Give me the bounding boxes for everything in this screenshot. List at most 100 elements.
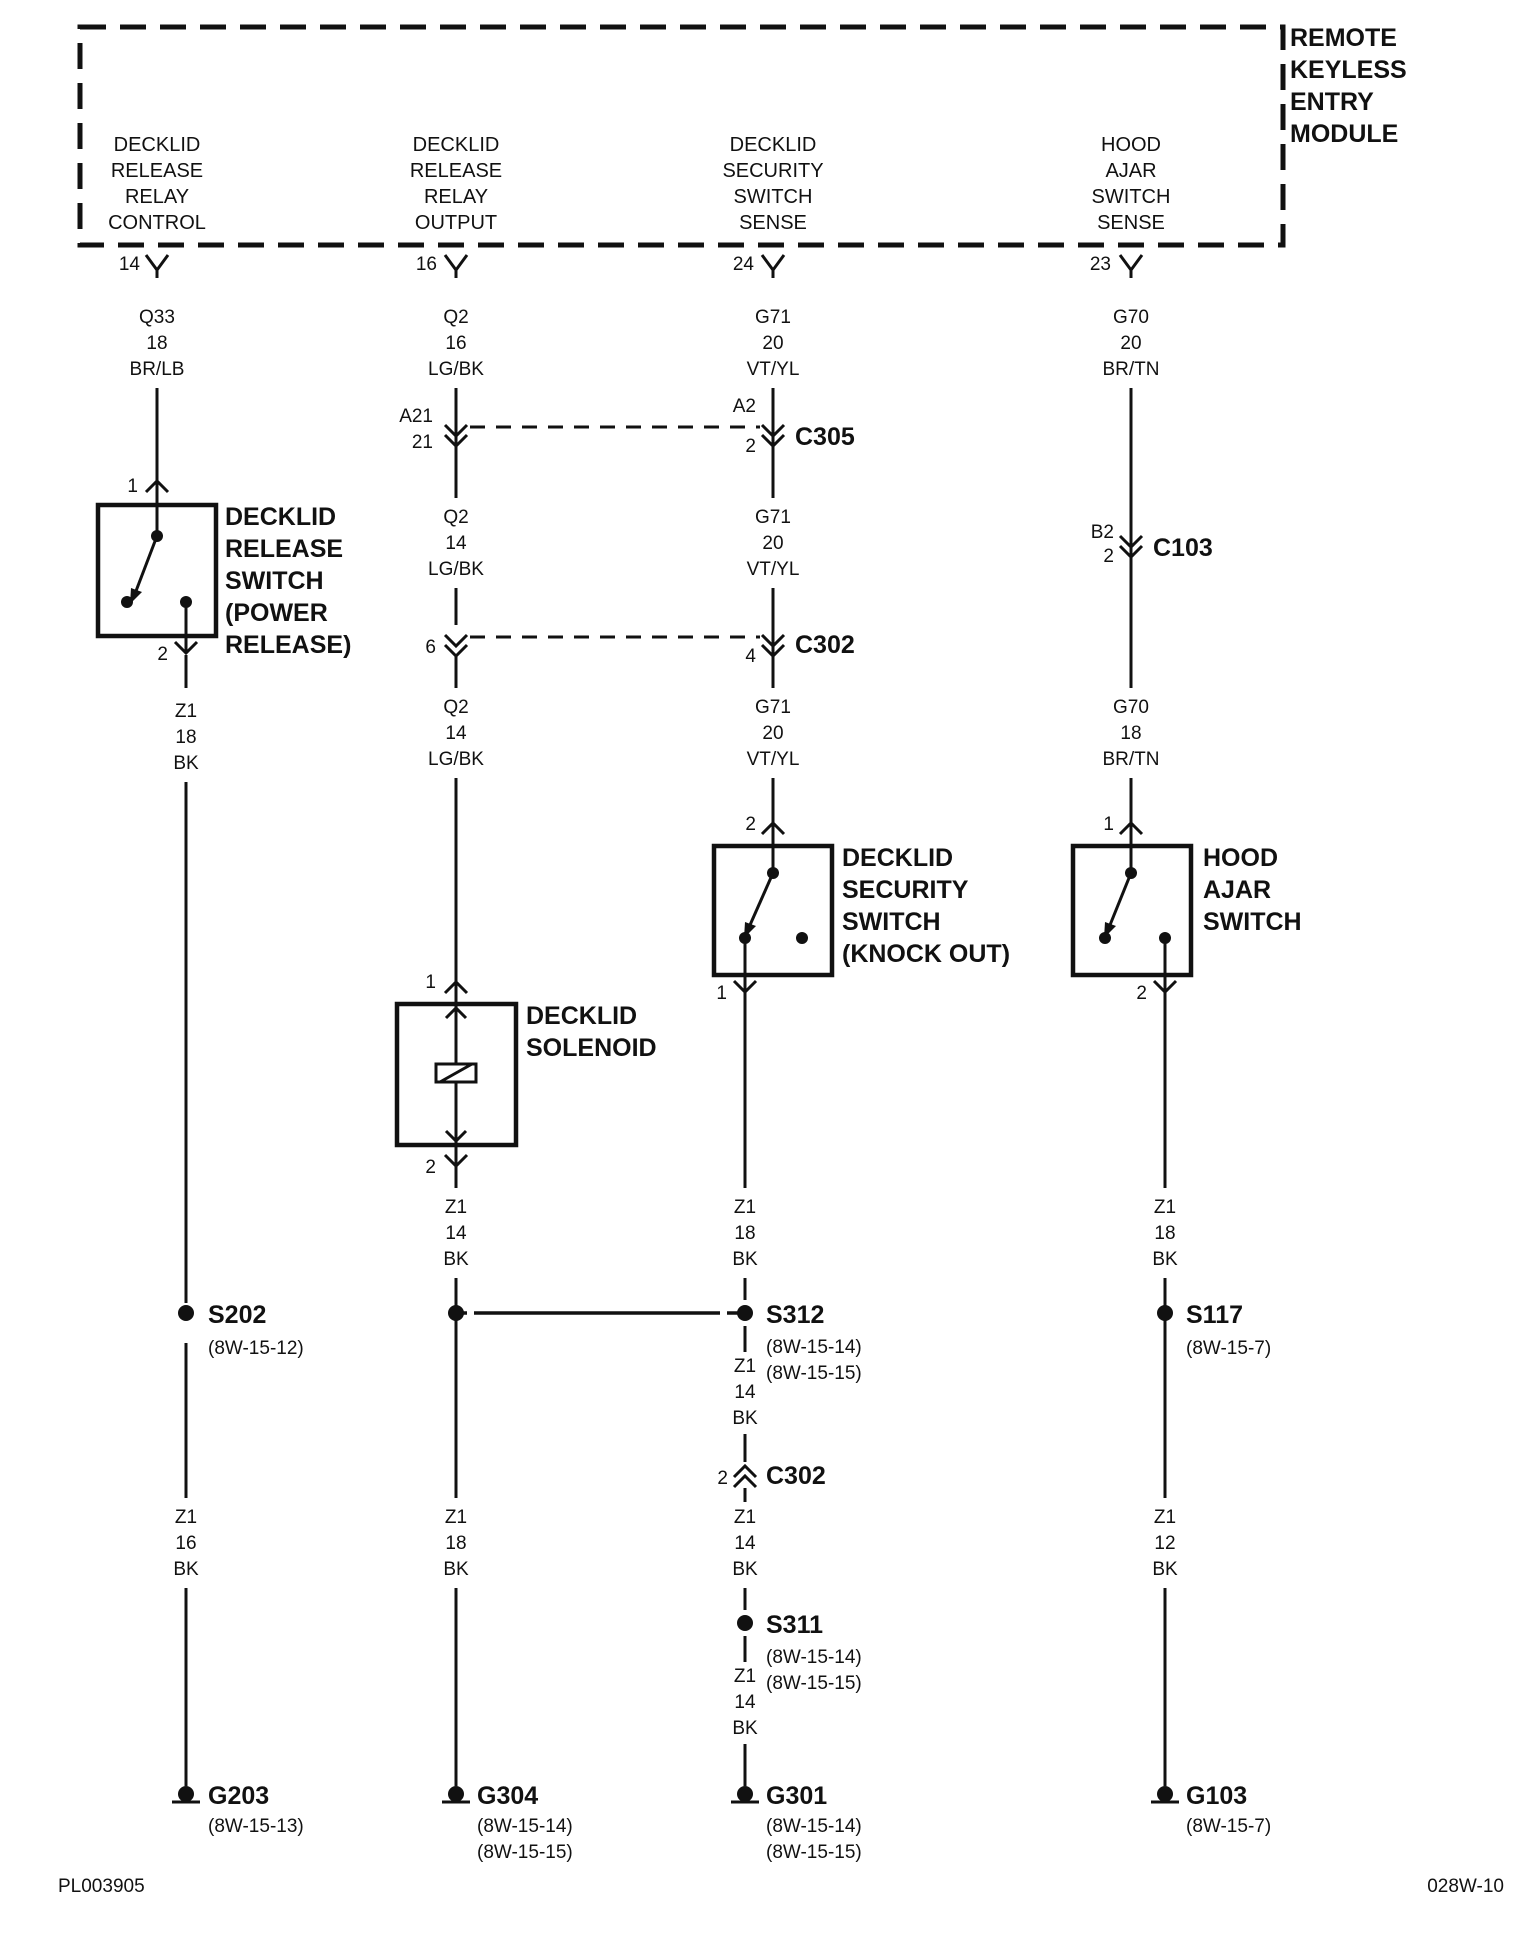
- footer-left: PL003905: [58, 1876, 145, 1897]
- component-label: HOOD: [1203, 844, 1278, 872]
- wire-circuit: G71: [755, 507, 791, 528]
- wire-color: BR/LB: [130, 359, 185, 380]
- pin-terminal: [760, 820, 786, 836]
- splice-ref: (8W-15-14): [766, 1647, 862, 1668]
- pin-number: 1: [425, 972, 436, 993]
- ground-ref: (8W-15-13): [208, 1816, 304, 1837]
- ground-ref: (8W-15-15): [766, 1842, 862, 1863]
- ground-dot: [1157, 1786, 1173, 1802]
- connector-pin: 2: [1103, 546, 1114, 567]
- wire-color: VT/YL: [747, 359, 800, 380]
- switch-contact: [796, 932, 808, 944]
- splice-ref: (8W-15-15): [766, 1363, 862, 1384]
- component-label: RELEASE): [225, 631, 351, 659]
- module-box: [77, 24, 1286, 248]
- wire-color: BK: [173, 1559, 199, 1580]
- module-name-line-2: KEYLESS: [1290, 56, 1407, 84]
- switch-blade: [134, 535, 159, 592]
- wire-circuit: Z1: [175, 1507, 197, 1528]
- footer-right: 028W-10: [1427, 1876, 1504, 1897]
- connector-pin: 21: [412, 432, 433, 453]
- component-label: DECKLID: [842, 844, 953, 872]
- wire-gauge: 20: [1120, 333, 1141, 354]
- ground-name: G304: [477, 1782, 538, 1810]
- pin-label: SECURITY: [722, 160, 823, 182]
- pin-terminal: [144, 254, 170, 278]
- wire-color: BK: [443, 1249, 469, 1270]
- wire-circuit: Q2: [443, 697, 468, 718]
- wire-circuit: Q33: [139, 307, 175, 328]
- switch-contact: [1099, 932, 1111, 944]
- wire-circuit: Z1: [445, 1507, 467, 1528]
- ground-ref: (8W-15-14): [766, 1816, 862, 1837]
- switch-contact: [121, 596, 133, 608]
- splice-name: S202: [208, 1301, 266, 1329]
- splice-ref: (8W-15-15): [766, 1673, 862, 1694]
- wire-gauge: 18: [1120, 723, 1141, 744]
- pin-terminal: [443, 254, 469, 278]
- wire-color: BR/TN: [1103, 749, 1160, 770]
- wire-color: LG/BK: [428, 359, 484, 380]
- module-name-line-4: MODULE: [1290, 120, 1398, 148]
- pin-number: 2: [157, 644, 168, 665]
- wire-color: BK: [443, 1559, 469, 1580]
- wire-gauge: 18: [175, 727, 196, 748]
- connector-pin: A21: [399, 406, 433, 427]
- splice-name: S311: [766, 1611, 823, 1639]
- wire-color: BK: [732, 1718, 758, 1739]
- wire-gauge: 18: [1154, 1223, 1175, 1244]
- pin-terminal: [760, 254, 786, 278]
- ground-name: G103: [1186, 1782, 1247, 1810]
- connector-c302-symbol: [443, 633, 469, 659]
- wire-gauge: 18: [146, 333, 167, 354]
- wire-gauge: 14: [445, 533, 467, 554]
- wire-color: BK: [732, 1249, 758, 1270]
- ground-name: G203: [208, 1782, 269, 1810]
- pin-label: HOOD: [1101, 134, 1161, 156]
- component-label: RELEASE: [225, 535, 343, 563]
- connector-c103-symbol: [1118, 534, 1144, 560]
- wire-circuit: Z1: [175, 701, 197, 722]
- component-label: DECKLID: [225, 503, 336, 531]
- wire-circuit: Q2: [443, 507, 468, 528]
- connector-name: C103: [1153, 534, 1213, 562]
- splice-ref: (8W-15-12): [208, 1338, 304, 1359]
- connector-pin: 2: [745, 436, 756, 457]
- wire-circuit: G70: [1113, 697, 1149, 718]
- pin-number: 2: [425, 1157, 436, 1178]
- component-label: SWITCH: [842, 908, 941, 936]
- wire-gauge: 14: [445, 1223, 467, 1244]
- wire-gauge: 14: [734, 1692, 756, 1713]
- ground-dot: [178, 1786, 194, 1802]
- pin-label: RELAY: [424, 186, 488, 208]
- wire-gauge: 16: [175, 1533, 196, 1554]
- splice-dot: [737, 1615, 753, 1631]
- pin-terminal: [173, 640, 199, 656]
- connector-name: C305: [795, 423, 855, 451]
- pin-terminal: [144, 478, 170, 494]
- splice-ref: (8W-15-14): [766, 1337, 862, 1358]
- pin-label: SENSE: [739, 212, 807, 234]
- solenoid-arrows: [444, 1005, 468, 1144]
- pin-label: RELEASE: [111, 160, 203, 182]
- connector-pin: 6: [425, 637, 436, 658]
- ground-ref: (8W-15-14): [477, 1816, 573, 1837]
- splice-dot: [448, 1305, 464, 1321]
- ground-dot: [737, 1786, 753, 1802]
- component-label: SECURITY: [842, 876, 969, 904]
- wire-gauge: 18: [734, 1223, 755, 1244]
- wire-color: BR/TN: [1103, 359, 1160, 380]
- wire-color: LG/BK: [428, 749, 484, 770]
- wire-color: BK: [173, 753, 199, 774]
- pin-number: 2: [1136, 983, 1147, 1004]
- pin-label: CONTROL: [108, 212, 206, 234]
- wire-color: BK: [1152, 1559, 1178, 1580]
- wire-circuit: Z1: [734, 1356, 756, 1377]
- switch-blade: [748, 872, 775, 926]
- connector-c305-symbol: [760, 423, 786, 449]
- wire-circuit: G70: [1113, 307, 1149, 328]
- splice-name: S312: [766, 1301, 824, 1329]
- connector-pin: A2: [733, 396, 756, 417]
- wire-color: VT/YL: [747, 749, 800, 770]
